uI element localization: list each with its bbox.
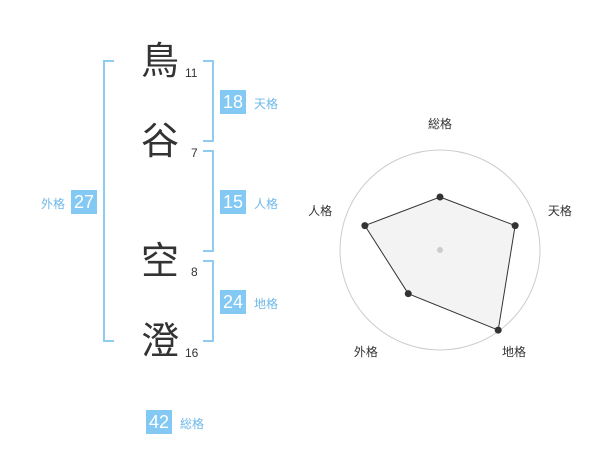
gaikaku-label: 外格 bbox=[41, 197, 66, 211]
name-char-3: 空 bbox=[141, 239, 180, 283]
radar-axis-label: 総格 bbox=[428, 116, 452, 131]
radar-axis-label: 人格 bbox=[308, 203, 332, 218]
gaikaku-bracket bbox=[103, 60, 114, 342]
soukaku-value: 42 bbox=[146, 410, 173, 434]
soukaku-label: 総格 bbox=[180, 417, 205, 431]
tenkaku-label: 天格 bbox=[254, 97, 279, 111]
radar-point-1 bbox=[436, 193, 444, 201]
radar-point-5 bbox=[361, 222, 369, 230]
name-char-1: 鳥 bbox=[141, 39, 180, 83]
name-char-4: 澄 bbox=[141, 319, 180, 363]
jinkaku-bracket bbox=[203, 150, 214, 252]
name-char-2: 谷 bbox=[141, 119, 180, 163]
stroke-count-4: 16 bbox=[185, 346, 199, 360]
stroke-count-3: 8 bbox=[191, 265, 198, 279]
radar-axis-label: 天格 bbox=[548, 203, 572, 218]
tenkaku-bracket bbox=[203, 60, 214, 142]
stroke-count-1: 11 bbox=[185, 66, 198, 80]
tenkaku-value: 18 bbox=[220, 90, 247, 114]
gaikaku-value: 27 bbox=[71, 190, 98, 214]
radar-data-points bbox=[361, 193, 519, 334]
chikaku-label: 地格 bbox=[254, 297, 279, 311]
chikaku-value: 24 bbox=[220, 290, 247, 314]
radar-point-3 bbox=[494, 326, 502, 334]
radar-point-4 bbox=[404, 290, 412, 298]
radar-data-polygon bbox=[364, 196, 516, 331]
jinkaku-value: 15 bbox=[220, 190, 247, 214]
chikaku-bracket bbox=[203, 260, 214, 342]
radar-center-dot bbox=[437, 247, 443, 253]
jinkaku-label: 人格 bbox=[254, 197, 279, 211]
radar-point-2 bbox=[511, 222, 519, 230]
stroke-count-2: 7 bbox=[191, 146, 198, 160]
radar-axis-label: 地格 bbox=[502, 344, 526, 359]
radar-axis-label: 外格 bbox=[354, 344, 378, 359]
